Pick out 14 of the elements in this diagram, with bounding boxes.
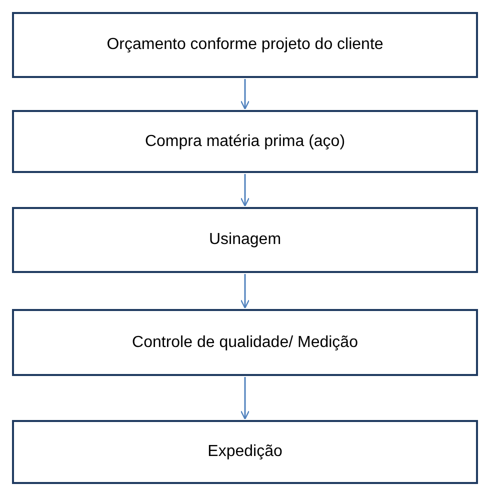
process-box — [12, 207, 478, 273]
arrow — [240, 79, 250, 110]
process-box — [12, 12, 478, 78]
step-label: Orçamento conforme projeto do cliente — [106, 36, 384, 54]
step-label: Usinagem — [208, 231, 282, 249]
process-box — [12, 420, 478, 484]
arrow — [240, 174, 250, 207]
process-box — [12, 309, 478, 376]
arrow — [240, 274, 250, 309]
step-label: Controle de qualidade/ Medição — [132, 334, 358, 352]
step-label: Expedição — [208, 443, 282, 461]
process-box — [12, 110, 478, 173]
step-label: Compra matéria prima (aço) — [144, 132, 346, 150]
arrow — [240, 377, 250, 420]
